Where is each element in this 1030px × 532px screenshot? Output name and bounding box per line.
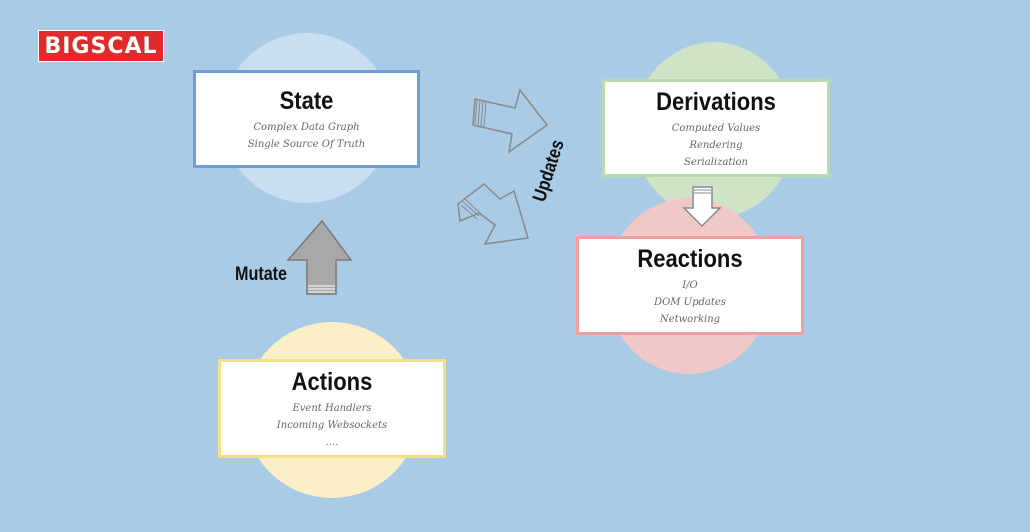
derivations-to-reactions-arrow-icon [682,186,722,228]
derivations-line: Computed Values [671,123,761,134]
actions-title: Actions [291,368,373,396]
updates-arrow-top-icon [472,88,549,154]
actions-line: .... [325,437,339,448]
actions-line: Incoming Websockets [276,420,388,431]
reactions-title: Reactions [637,245,743,273]
derivations-line: Serialization [683,157,748,168]
derivations-line: Rendering [689,140,743,151]
reactions-node: Reactions I/O DOM Updates Networking [576,236,804,335]
actions-line: Event Handlers [292,403,372,414]
brand-logo: BIGSCAL [38,30,164,62]
mutate-arrow-icon [286,219,353,295]
state-title: State [279,87,334,115]
state-node: State Complex Data Graph Single Source O… [193,70,420,168]
updates-arrow-bottom-icon [457,183,529,245]
state-line: Single Source Of Truth [247,139,366,150]
derivations-title: Derivations [656,88,776,116]
reactions-line: Networking [659,314,721,325]
reactions-line: I/O [682,280,698,291]
state-line: Complex Data Graph [253,122,360,133]
actions-node: Actions Event Handlers Incoming Websocke… [218,359,446,458]
mutate-label: Mutate [235,264,288,285]
derivations-node: Derivations Computed Values Rendering Se… [602,79,830,177]
reactions-line: DOM Updates [654,297,726,308]
